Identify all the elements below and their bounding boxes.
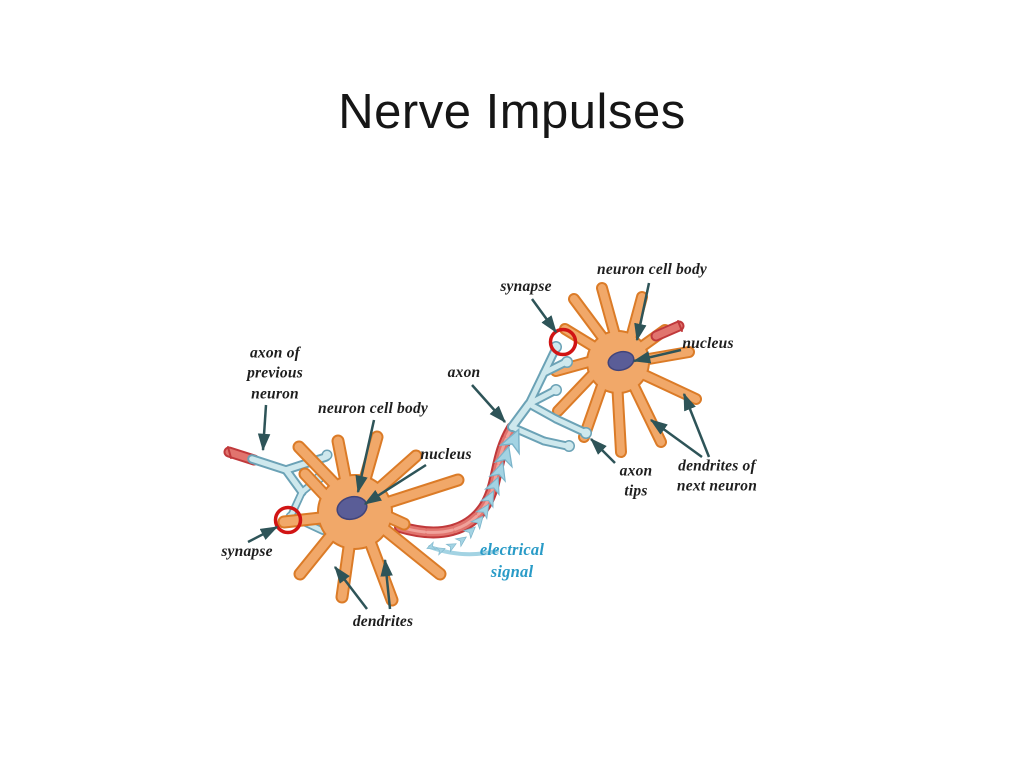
synapse-ring-right bbox=[548, 327, 578, 357]
label-synapse-left: synapse bbox=[221, 542, 273, 560]
label-neuron-cell-body-right: neuron cell body bbox=[597, 260, 707, 278]
label-dendrites: dendrites bbox=[352, 612, 414, 630]
slide-title: Nerve Impulses bbox=[338, 85, 686, 139]
label-arrows bbox=[247, 282, 711, 610]
electrical-signal-arrows bbox=[425, 424, 529, 557]
label-dendrites-of-next-neuron: dendrites of next neuron bbox=[676, 457, 758, 495]
label-electrical-signal: electrical signal bbox=[479, 540, 545, 581]
label-synapse-right: synapse bbox=[500, 277, 552, 295]
label-axon-tips: axon tips bbox=[619, 462, 653, 500]
right-neuron-axon-stub bbox=[650, 320, 685, 342]
synapse-ring-left bbox=[273, 505, 303, 535]
label-neuron-cell-body-left: neuron cell body bbox=[318, 399, 428, 417]
label-nucleus-left: nucleus bbox=[420, 445, 472, 463]
axon-tips-terminals bbox=[507, 341, 592, 452]
axon bbox=[394, 422, 518, 539]
label-axon: axon bbox=[447, 363, 481, 381]
label-nucleus-right: nucleus bbox=[682, 334, 734, 352]
label-axon-of-previous-neuron: axon of previous neuron bbox=[247, 344, 303, 403]
